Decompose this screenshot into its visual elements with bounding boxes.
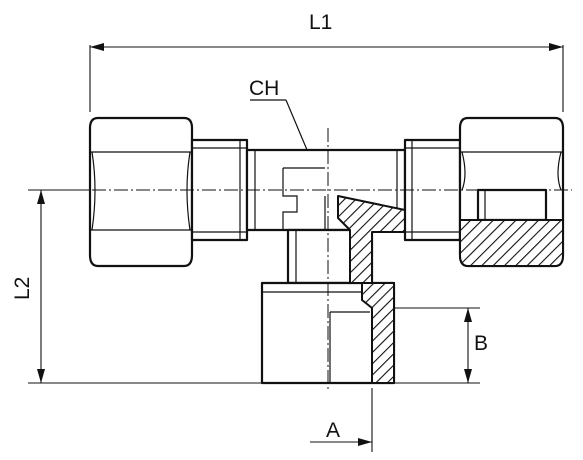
dimension-l2: L2 bbox=[11, 189, 262, 384]
left-union-nut bbox=[88, 116, 194, 268]
dimension-l2-label: L2 bbox=[11, 277, 34, 300]
dimension-a: A bbox=[310, 388, 373, 452]
dimension-b: B bbox=[395, 307, 488, 384]
center-lines bbox=[70, 128, 572, 392]
dimension-l1-label: L1 bbox=[309, 11, 332, 34]
right-union-nut bbox=[458, 116, 565, 268]
dimension-l1: L1 bbox=[89, 11, 564, 112]
wrench-size-label: CH bbox=[249, 77, 279, 100]
dimension-b-label: B bbox=[474, 332, 488, 355]
dimension-a-label: A bbox=[326, 419, 340, 442]
